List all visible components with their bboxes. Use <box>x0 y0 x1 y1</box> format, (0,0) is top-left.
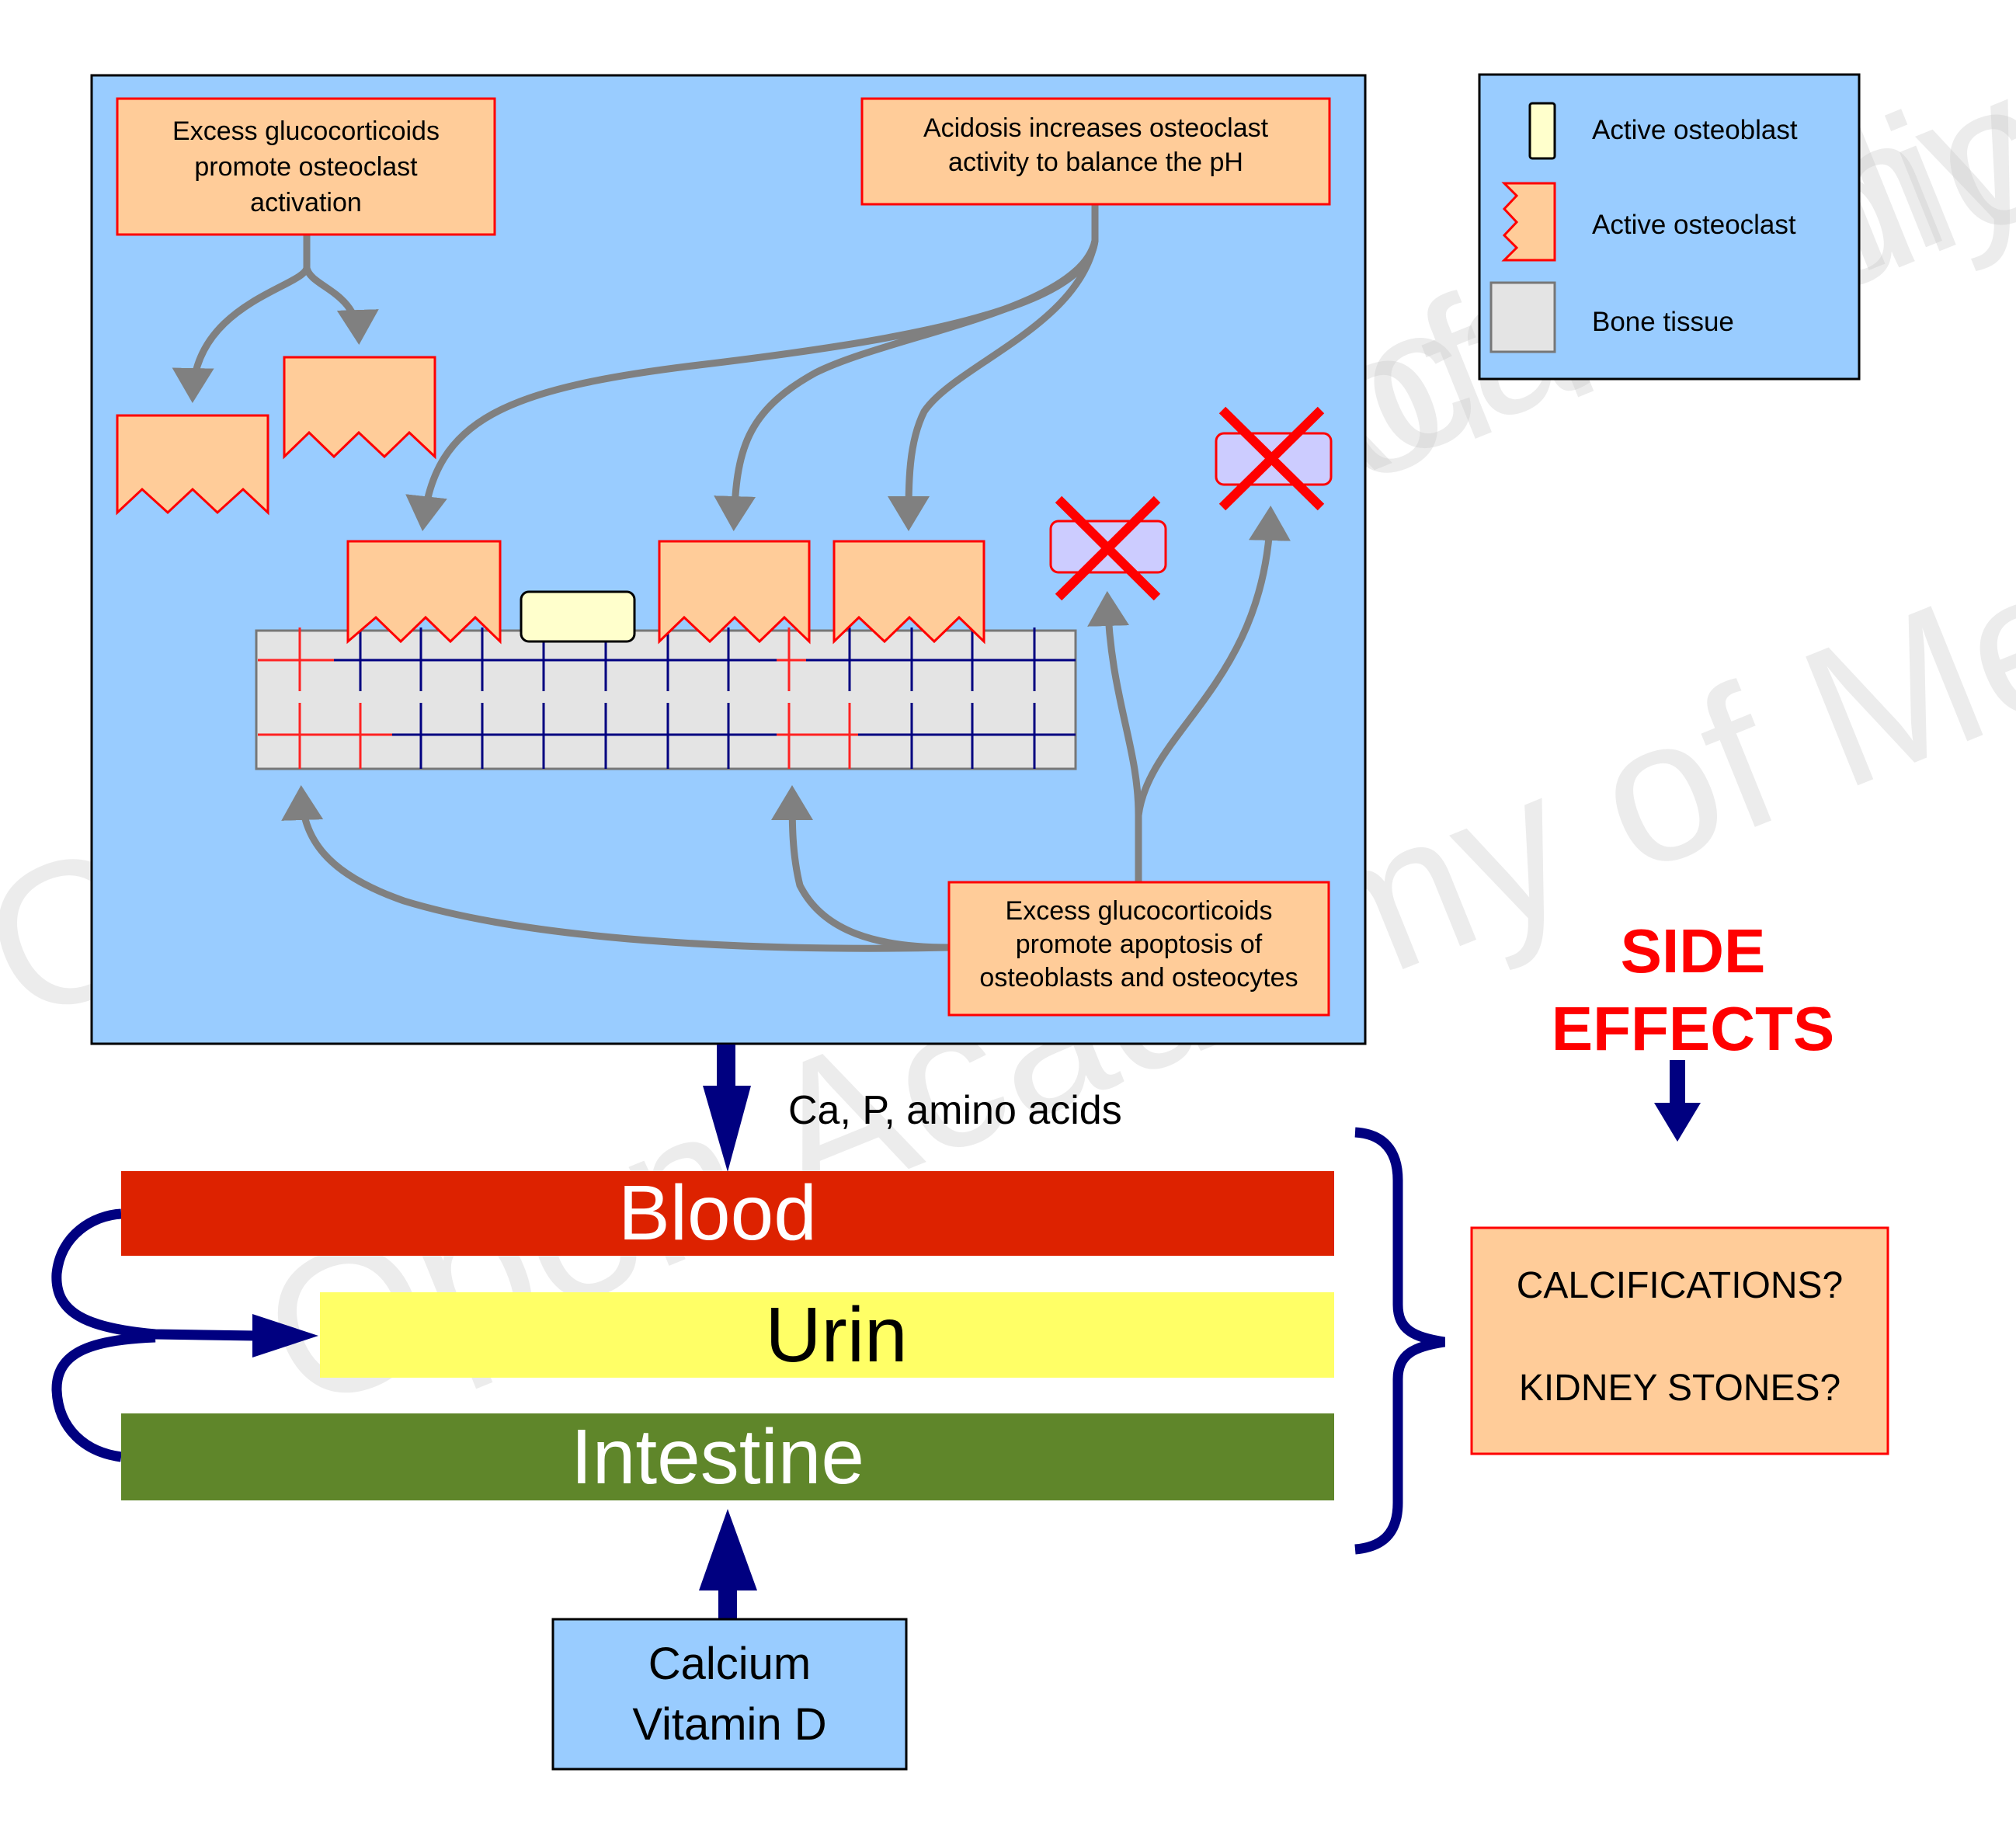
urine-band <box>320 1292 1334 1378</box>
blood-label: Blood <box>618 1170 817 1257</box>
legend-label-osteoblast: Active osteoblast <box>1592 115 1798 145</box>
acidosis-box <box>860 97 1331 206</box>
osteoblast-cell <box>520 590 636 643</box>
crossed-out-icon <box>1218 406 1325 511</box>
side-effects-title: SIDE EFFECTS <box>1551 916 1835 1063</box>
arrow-activation-left <box>172 235 311 403</box>
apoptosis-box-text: Excess glucocorticoids promote apoptosis… <box>979 895 1298 993</box>
arrow-apoptosis-osteoblast <box>1087 591 1142 881</box>
activation-box-text: Excess glucocorticoids promote osteoclas… <box>172 116 440 217</box>
urine-label: Urin <box>765 1291 908 1378</box>
bone-tissue-icon <box>1489 281 1556 353</box>
arrow-apoptosis-bone-right <box>771 785 950 951</box>
release-arrow-head <box>703 1086 751 1172</box>
release-label: Ca, P, amino acids <box>788 1088 1122 1133</box>
arrow-acidosis-2 <box>714 203 1099 531</box>
bone-tissue <box>255 629 1077 770</box>
osteoclast-icon <box>1501 182 1556 262</box>
acidosis-box-text: Acidosis increases osteoclast activity t… <box>923 113 1269 177</box>
side-effect-item: KIDNEY STONES? <box>1518 1367 1841 1409</box>
osteoclast-cell <box>116 414 269 516</box>
blood-band <box>121 1171 1334 1256</box>
side-effects-box <box>1470 1226 1889 1455</box>
side-effect-item: CALCIFICATIONS? <box>1516 1264 1844 1306</box>
crossed-out-icon <box>1055 495 1161 601</box>
activation-box <box>116 97 496 236</box>
recycle-arrow-head <box>252 1314 318 1358</box>
osteoclast-cell <box>832 540 985 645</box>
arrow-acidosis-3 <box>888 203 1099 531</box>
legend-label-bone-tissue: Bone tissue <box>1592 307 1734 337</box>
supplement-box <box>551 1618 908 1771</box>
supplement-label: Calcium Vitamin D <box>632 1638 827 1750</box>
arrow-apoptosis-osteocyte <box>1135 506 1291 816</box>
osteoclast-cell <box>346 540 502 645</box>
intestine-label: Intestine <box>570 1413 865 1500</box>
legend-label-osteoclast: Active osteoclast <box>1592 210 1796 240</box>
recycle-arrow-intestine <box>51 1332 156 1462</box>
side-effects-arrow-head <box>1654 1103 1701 1142</box>
recycle-arrow-blood <box>51 1208 257 1341</box>
apoptosis-box <box>947 881 1330 1017</box>
osteoclast-cell <box>658 540 811 645</box>
side-effects-arrow-shaft <box>1670 1060 1685 1114</box>
osteoblast-icon <box>1528 102 1556 160</box>
osteoclast-cell <box>283 356 436 460</box>
arrow-apoptosis-bone-left <box>281 785 950 952</box>
supplement-arrow-head <box>699 1509 757 1590</box>
release-arrow-shaft <box>717 1045 735 1087</box>
brace <box>1354 1127 1445 1555</box>
arrow-activation-right <box>303 235 379 345</box>
intestine-band <box>121 1413 1334 1500</box>
bone-canal-grid <box>258 627 1076 769</box>
